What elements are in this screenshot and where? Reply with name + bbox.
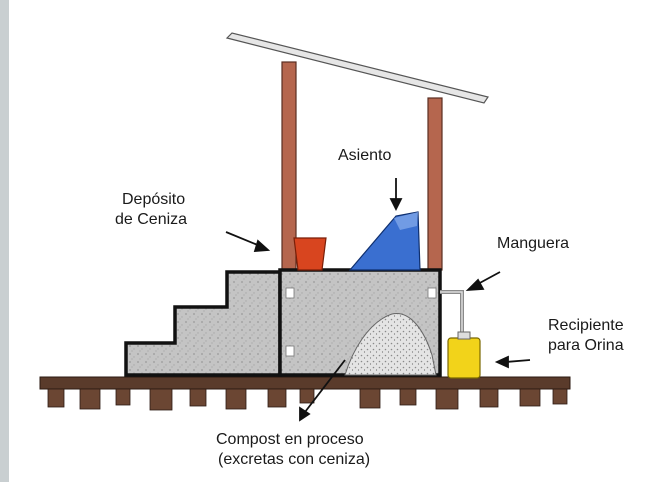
- label-manguera: Manguera: [497, 235, 570, 252]
- seat-lid-highlight: [394, 212, 418, 230]
- label-recipiente-line2: para Orina: [548, 337, 624, 354]
- stairs: [124, 270, 282, 377]
- label-deposito-line1: Depósito: [122, 191, 186, 208]
- label-deposito-line2: de Ceniza: [115, 211, 188, 228]
- vent-holes: [285, 287, 437, 357]
- right-post: [427, 97, 443, 271]
- ash-bucket: [293, 237, 327, 271]
- roof-beam: [225, 32, 489, 104]
- urine-container: [447, 337, 481, 379]
- soil-clumps: [47, 388, 568, 411]
- label-asiento: Asiento: [338, 147, 392, 164]
- label-compost-line1: Compost en proceso: [216, 431, 364, 448]
- diagram-frame: [9, 0, 647, 482]
- label-recipiente-line1: Recipiente: [548, 317, 624, 334]
- ground-soil: [39, 376, 571, 390]
- compost-pile: [344, 313, 437, 376]
- label-arrows: [225, 178, 531, 422]
- label-compost-line2: (excretas con ceniza): [218, 451, 371, 468]
